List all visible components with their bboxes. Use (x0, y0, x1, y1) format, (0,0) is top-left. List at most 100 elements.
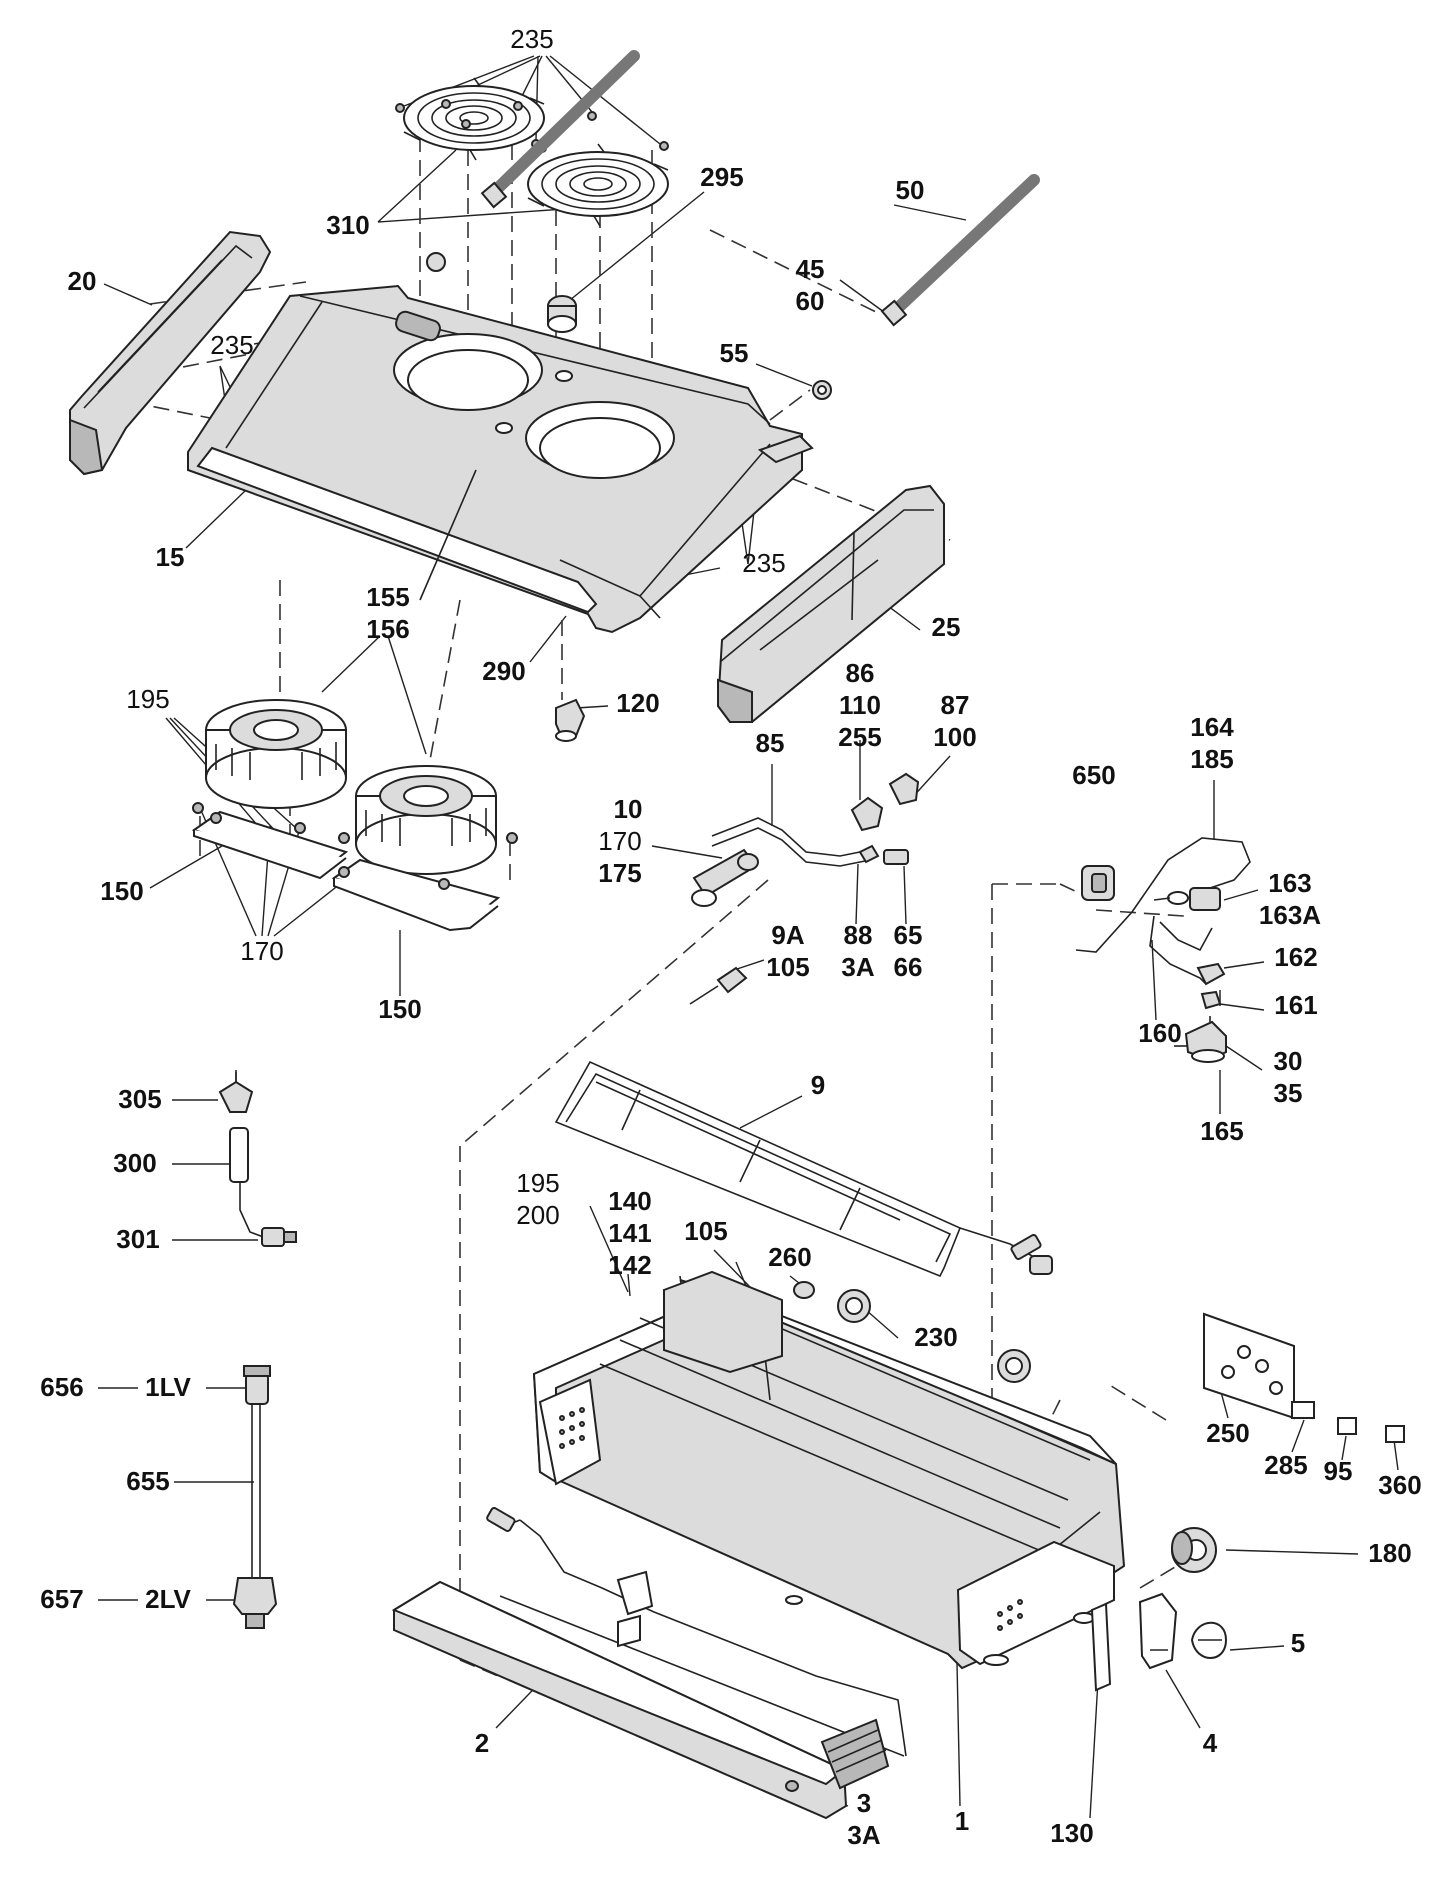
fin-coils (820, 1718, 890, 1790)
clamp-5 (1190, 1621, 1228, 1659)
callout-label: 156 (366, 614, 409, 644)
callout-label: 10 (614, 794, 643, 824)
bracket-4 (1138, 1592, 1178, 1670)
plug-230 (837, 1289, 1031, 1383)
callout-label: 15 (156, 542, 185, 572)
plug-180 (1171, 1527, 1217, 1573)
callout-label: 200 (516, 1200, 559, 1230)
callout-label: 305 (118, 1084, 161, 1114)
callout-label: 301 (116, 1224, 159, 1254)
callout-label: 655 (126, 1466, 169, 1496)
callout-label: 3 (857, 1788, 871, 1818)
drain-tube-50 (480, 50, 1040, 327)
callout-label: 9 (811, 1070, 825, 1100)
callout-label: 170 (240, 936, 283, 966)
callout-label: 88 (844, 920, 873, 950)
callout-label: 4 (1203, 1728, 1218, 1758)
fittings-162-161 (1196, 962, 1226, 1010)
callout-label: 3A (841, 952, 874, 982)
callout-label: 35 (1274, 1078, 1303, 1108)
callout-label: 2 (475, 1728, 489, 1758)
labels-285-95-360 (1291, 1401, 1405, 1443)
heat-exchanger-2 (391, 1507, 907, 1820)
callout-label: 50 (896, 175, 925, 205)
solenoid-650 (1081, 865, 1115, 901)
callout-label: 1LV (145, 1372, 191, 1402)
callout-label: 2LV (145, 1584, 191, 1614)
valve-163 (1153, 887, 1221, 911)
valve-165 (1174, 1016, 1227, 1063)
grommet-260 (793, 1281, 815, 1299)
callout-label: 25 (932, 612, 961, 642)
callout-label: 65 (894, 920, 923, 950)
callout-label: 650 (1072, 760, 1115, 790)
bracket-150 (191, 802, 518, 932)
callout-label: 160 (1138, 1018, 1181, 1048)
callout-label: 185 (1190, 744, 1233, 774)
callout-label: 195 (126, 684, 169, 714)
callout-label: 170 (598, 826, 641, 856)
callout-label: 142 (608, 1250, 651, 1280)
callout-label: 140 (608, 1186, 651, 1216)
burner-assembly-9 (554, 1060, 1053, 1278)
callout-label: 164 (1190, 712, 1234, 742)
callout-label: 85 (756, 728, 785, 758)
callout-label: 235 (210, 330, 253, 360)
callout-label: 235 (742, 548, 785, 578)
callout-label: 656 (40, 1372, 83, 1402)
callout-label: 290 (482, 656, 525, 686)
callout-label: 66 (894, 952, 923, 982)
fitting-9a (689, 966, 748, 1005)
callout-label: 260 (768, 1242, 811, 1272)
fan-guard-right (527, 143, 669, 227)
blower-wheel-left (205, 699, 347, 809)
fitting-120 (555, 698, 586, 742)
callout-label: 20 (68, 266, 97, 296)
callout-label: 141 (608, 1218, 651, 1248)
screws-235 (395, 99, 669, 153)
callout-label: 3A (847, 1820, 880, 1850)
callout-label: 1 (955, 1806, 969, 1836)
blower-wheel-right (355, 765, 497, 875)
callout-label: 300 (113, 1148, 156, 1178)
gas-line-164 (1075, 837, 1251, 985)
callout-label: 230 (914, 1322, 957, 1352)
callout-label: 162 (1274, 942, 1317, 972)
bracket-130 (1090, 1602, 1112, 1692)
thermistor-300 (218, 1070, 297, 1247)
callout-label: 161 (1274, 990, 1317, 1020)
callout-label: 105 (766, 952, 809, 982)
top-shroud-15 (187, 284, 814, 634)
gas-manifold-85 (691, 772, 920, 907)
callout-label: 100 (933, 722, 976, 752)
fitting-295 (547, 295, 577, 333)
callout-label: 130 (1050, 1818, 1093, 1848)
callout-label: 295 (700, 162, 743, 192)
callout-label: 120 (616, 688, 659, 718)
callout-label: 95 (1324, 1456, 1353, 1486)
control-board-250 (1203, 1312, 1295, 1420)
callout-label: 110 (839, 690, 881, 720)
callout-label: 235 (510, 24, 553, 54)
callout-label: 150 (378, 994, 421, 1024)
callout-label: 657 (40, 1584, 83, 1614)
callout-label: 250 (1206, 1418, 1249, 1448)
vent-holes-left (559, 1407, 585, 1449)
callout-label: 105 (684, 1216, 727, 1246)
callout-label: 285 (1264, 1450, 1307, 1480)
vent-holes-right (997, 1599, 1023, 1631)
callout-label: 165 (1200, 1116, 1243, 1146)
callout-label: 360 (1378, 1470, 1421, 1500)
callout-label: 86 (846, 658, 875, 688)
callout-label: 150 (100, 876, 143, 906)
callout-label: 55 (720, 338, 749, 368)
callout-label: 195 (516, 1168, 559, 1198)
callout-label: 175 (598, 858, 641, 888)
callout-label: 155 (366, 582, 409, 612)
fan-guard-left (403, 77, 545, 161)
wire-harness-655 (232, 1365, 278, 1629)
callout-label: 30 (1274, 1046, 1303, 1076)
callout-label: 163A (1259, 900, 1321, 930)
